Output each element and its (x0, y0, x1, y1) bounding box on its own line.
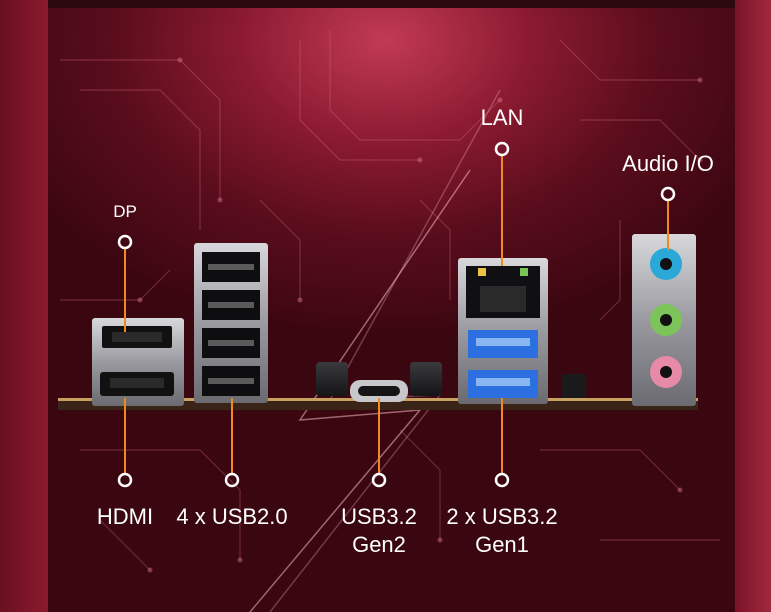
usb20-marker-icon (224, 472, 240, 488)
lan-label: LAN (480, 105, 524, 130)
lan-marker-icon (494, 141, 510, 157)
connector-block (562, 374, 586, 398)
usb32gen1-label-line2: Gen1 (475, 532, 529, 557)
usb32gen1-marker-icon (494, 472, 510, 488)
dp-hdmi-stack (92, 318, 184, 406)
circuit-traces (60, 30, 720, 571)
audio-block (632, 234, 696, 406)
usb32gen2-marker-icon (371, 472, 387, 488)
usb20-stack (194, 243, 268, 403)
hdmi-marker-icon (117, 472, 133, 488)
usb32gen2-label-line1: USB3.2 (341, 504, 417, 529)
capacitor (410, 362, 442, 396)
usb-c-port (350, 380, 408, 402)
capacitor (316, 362, 348, 396)
usb20-label: 4 x USB2.0 (176, 504, 288, 529)
left-edge (0, 0, 48, 612)
dp-label: DP (113, 202, 137, 221)
right-edge (735, 0, 771, 612)
audio-marker-icon (660, 186, 676, 202)
hdmi-label: HDMI (96, 504, 154, 529)
lan-usb3-stack (458, 258, 548, 404)
usb32gen2-label-line2: Gen2 (352, 532, 406, 557)
dp-marker-icon (117, 234, 133, 250)
top-bar (0, 0, 771, 8)
callout-dots (117, 141, 676, 488)
usb32gen1-label-line1: 2 x USB3.2 (446, 504, 558, 529)
circuit-dots (137, 57, 703, 573)
audio-label: Audio I/O (622, 151, 714, 176)
callout-lines (124, 156, 669, 473)
